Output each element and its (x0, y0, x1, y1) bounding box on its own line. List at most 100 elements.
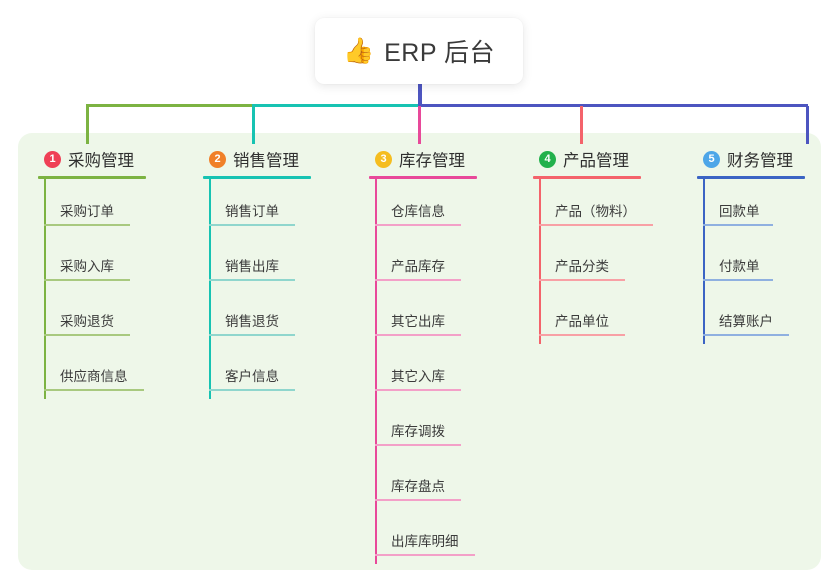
connector-bar-segment-3 (418, 104, 808, 107)
leaf-rule (44, 279, 130, 281)
leaf-rule (209, 224, 295, 226)
leaf-label: 供应商信息 (60, 369, 128, 384)
leaf-node[interactable]: 出库库明细 (369, 509, 477, 564)
connector-bar-segment-1 (86, 104, 252, 107)
connector-drop-1 (86, 106, 89, 144)
column-rule-5 (697, 176, 805, 179)
leaf-label: 销售出库 (225, 259, 279, 274)
column-spine-3 (375, 179, 377, 564)
leaf-node[interactable]: 其它出库 (369, 289, 477, 344)
column-title-5: 财务管理 (727, 152, 793, 170)
leaf-node[interactable]: 其它入库 (369, 344, 477, 399)
leaf-node[interactable]: 付款单 (697, 234, 805, 289)
leaf-node[interactable]: 结算账户 (697, 289, 805, 344)
leaf-rule (209, 279, 295, 281)
column-body-1: 采购订单采购入库采购退货供应商信息 (38, 179, 146, 399)
leaf-node[interactable]: 供应商信息 (38, 344, 146, 399)
column-header-5[interactable]: 5 财务管理 (697, 146, 805, 172)
leaf-label: 采购入库 (60, 259, 114, 274)
leaf-node[interactable]: 销售出库 (203, 234, 311, 289)
column-spine-4 (539, 179, 541, 344)
leaf-label: 库存盘点 (391, 479, 445, 494)
leaf-node[interactable]: 仓库信息 (369, 179, 477, 234)
connector-drop-5 (806, 106, 809, 144)
leaf-node[interactable]: 采购退货 (38, 289, 146, 344)
column-title-3: 库存管理 (399, 152, 465, 170)
column-2: 2 销售管理销售订单销售出库销售退货客户信息 (203, 146, 311, 399)
column-body-2: 销售订单销售出库销售退货客户信息 (203, 179, 311, 399)
leaf-rule (539, 334, 625, 336)
leaf-label: 付款单 (719, 259, 760, 274)
leaf-label: 出库库明细 (391, 534, 459, 549)
leaf-label: 销售订单 (225, 204, 279, 219)
leaf-node[interactable]: 库存盘点 (369, 454, 477, 509)
column-1: 1 采购管理采购订单采购入库采购退货供应商信息 (38, 146, 146, 399)
leaf-label: 其它出库 (391, 314, 445, 329)
leaf-label: 客户信息 (225, 369, 279, 384)
leaf-label: 产品库存 (391, 259, 445, 274)
leaf-label: 产品（物料） (555, 204, 636, 219)
leaf-rule (703, 334, 789, 336)
leaf-label: 产品单位 (555, 314, 609, 329)
leaf-rule (375, 444, 461, 446)
leaf-rule (539, 279, 625, 281)
root-node-card[interactable]: 👍 ERP 后台 (315, 18, 523, 84)
leaf-rule (44, 389, 144, 391)
column-5: 5 财务管理回款单付款单结算账户 (697, 146, 805, 344)
leaf-rule (375, 499, 461, 501)
column-rule-4 (533, 176, 641, 179)
leaf-node[interactable]: 销售订单 (203, 179, 311, 234)
column-title-1: 采购管理 (68, 152, 134, 170)
leaf-label: 其它入库 (391, 369, 445, 384)
leaf-rule (703, 279, 773, 281)
leaf-node[interactable]: 产品库存 (369, 234, 477, 289)
column-spine-2 (209, 179, 211, 399)
leaf-rule (375, 389, 461, 391)
leaf-rule (209, 334, 295, 336)
leaf-rule (375, 279, 461, 281)
column-spine-5 (703, 179, 705, 344)
column-body-3: 仓库信息产品库存其它出库其它入库库存调拨库存盘点出库库明细 (369, 179, 477, 564)
leaf-rule (539, 224, 653, 226)
connector-drop-4 (580, 106, 583, 144)
leaf-node[interactable]: 回款单 (697, 179, 805, 234)
leaf-node[interactable]: 销售退货 (203, 289, 311, 344)
column-header-2[interactable]: 2 销售管理 (203, 146, 311, 172)
leaf-rule (703, 224, 773, 226)
leaf-rule (44, 334, 130, 336)
connector-drop-3 (418, 106, 421, 144)
leaf-rule (375, 224, 461, 226)
leaf-node[interactable]: 产品（物料） (533, 179, 653, 234)
leaf-node[interactable]: 采购入库 (38, 234, 146, 289)
thumbs-up-icon: 👍 (342, 36, 375, 65)
leaf-node[interactable]: 采购订单 (38, 179, 146, 234)
leaf-label: 销售退货 (225, 314, 279, 329)
column-body-4: 产品（物料） 产品分类产品单位 (533, 179, 653, 344)
column-header-1[interactable]: 1 采购管理 (38, 146, 146, 172)
leaf-node[interactable]: 产品单位 (533, 289, 641, 344)
column-title-2: 销售管理 (233, 152, 299, 170)
column-badge-1: 1 (44, 150, 61, 168)
leaf-label: 结算账户 (719, 314, 773, 329)
column-rule-2 (203, 176, 311, 179)
leaf-label: 采购退货 (60, 314, 114, 329)
leaf-node[interactable]: 库存调拨 (369, 399, 477, 454)
leaf-label: 仓库信息 (391, 204, 445, 219)
leaf-rule (44, 224, 130, 226)
connector-bar-segment-2 (252, 104, 418, 107)
column-rule-3 (369, 176, 477, 179)
column-badge-5: 5 (703, 150, 720, 168)
column-badge-4: 4 (539, 150, 556, 168)
column-badge-2: 2 (209, 150, 226, 168)
leaf-node[interactable]: 产品分类 (533, 234, 641, 289)
leaf-label: 回款单 (719, 204, 760, 219)
column-body-5: 回款单付款单结算账户 (697, 179, 805, 344)
leaf-label: 采购订单 (60, 204, 114, 219)
leaf-rule (375, 554, 475, 556)
leaf-node[interactable]: 客户信息 (203, 344, 311, 399)
leaf-label: 库存调拨 (391, 424, 445, 439)
